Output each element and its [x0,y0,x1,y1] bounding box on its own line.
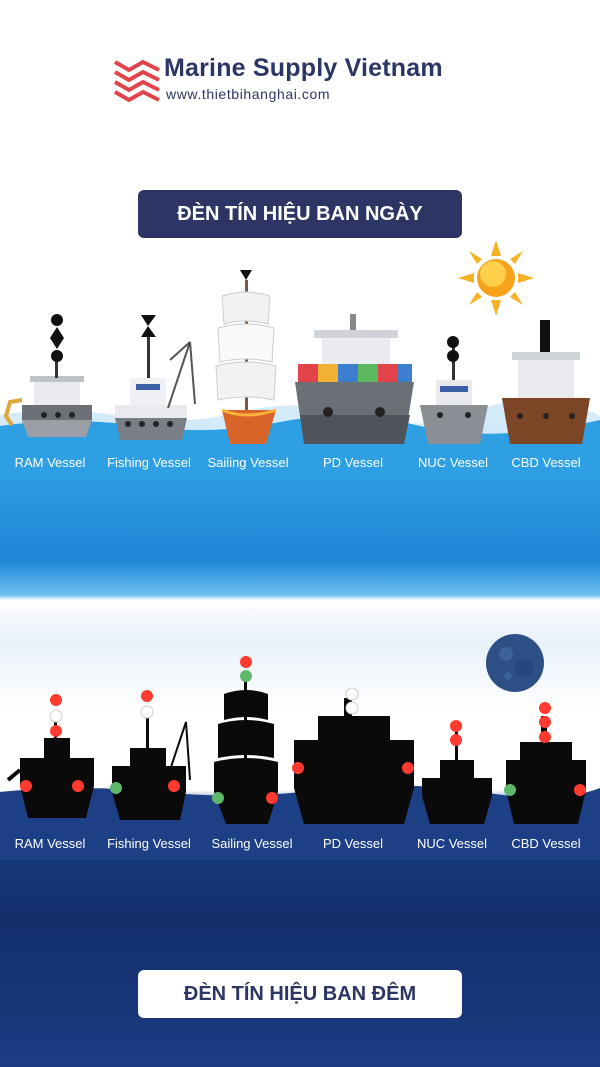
vessel-label: NUC Vessel [417,455,489,470]
vessel-label: Fishing Vessel [107,836,191,851]
vessel-label: CBD Vessel [511,455,581,470]
sailing-vessel-night [212,656,278,824]
vessel-label: RAM Vessel [14,836,86,851]
pd-vessel-day [295,314,414,444]
vessel-label: Fishing Vessel [107,455,191,470]
pd-vessel-night [292,687,414,824]
night-waterline [0,656,600,860]
vessel-label: Sailing Vessel [211,836,293,851]
sun-icon [458,240,534,316]
cbd-vessel-day [502,320,590,444]
vessel-label: CBD Vessel [511,836,581,851]
day-vessel-scene: RAM Vessel Fishing Vessel Sailing Vessel… [0,240,600,480]
cbd-vessel-night [504,702,586,824]
sailing-vessel-day [215,270,277,444]
moon-icon [486,634,544,692]
vessel-label: PD Vessel [323,836,383,851]
night-vessel-scene: RAM Vessel Fishing Vessel Sailing Vessel… [0,620,600,860]
vessel-label: NUC Vessel [416,836,488,851]
fishing-vessel-night [110,690,191,820]
ram-vessel-day [3,314,92,437]
nuc-vessel-day [420,336,488,444]
nuc-vessel-night [422,720,492,824]
ram-vessel-night [6,694,94,818]
day-waterline [0,270,600,480]
brand-name: Marine Supply Vietnam [164,54,443,82]
brand-logo-icon [114,59,160,103]
brand-website: www.thietbihanghai.com [166,86,331,102]
vessel-label: RAM Vessel [14,455,86,470]
vessel-label: PD Vessel [323,455,383,470]
fishing-vessel-day [115,315,196,440]
day-signals-title: ĐÈN TÍN HIỆU BAN NGÀY [138,190,462,238]
vessel-label: Sailing Vessel [207,455,289,470]
night-signals-title: ĐÈN TÍN HIỆU BAN ĐÊM [138,970,462,1018]
